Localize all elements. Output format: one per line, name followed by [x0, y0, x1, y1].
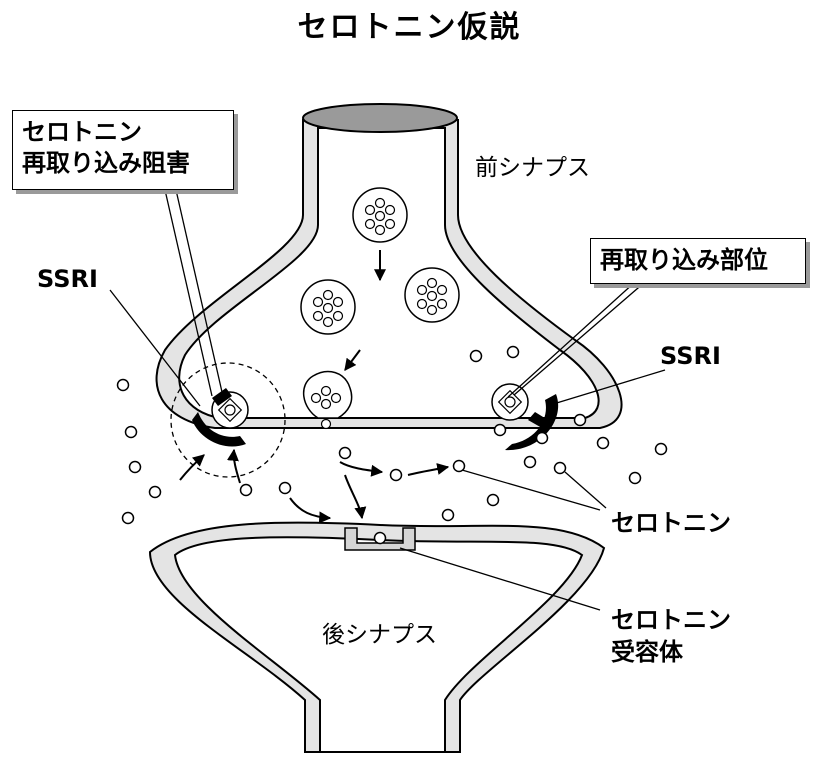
reuptake-site-callout: [590, 238, 806, 284]
reuptake-inhibition-label-line1: セロトニン: [22, 118, 142, 146]
ssri-label-right: SSRI: [660, 342, 721, 370]
reuptake-inhibition-label-line2: 再取り込み阻害: [22, 149, 190, 177]
reuptake-site-label: 再取り込み部位: [600, 246, 768, 274]
fusing-vesicle: [303, 370, 353, 430]
postsynapse-label: 後シナプス: [322, 622, 437, 648]
reuptake-site-right: [491, 383, 529, 421]
synaptic-vesicle: [300, 279, 356, 335]
bound-serotonin: [373, 531, 387, 545]
ssri-blocker-left: [192, 412, 246, 447]
page-title: セロトニン仮説: [297, 10, 522, 45]
serotonin-flow-arrows: [179, 448, 450, 524]
serotonin-label: セロトニン: [611, 509, 731, 537]
ssri-label-left: SSRI: [37, 265, 98, 293]
inhibition-zone: [170, 362, 286, 478]
synaptic-vesicle: [404, 267, 460, 323]
ssri-blocker-right: [505, 394, 559, 451]
serotonin-receptor: [344, 527, 416, 551]
leader-lines: [109, 189, 666, 611]
synaptic-vesicle: [352, 187, 408, 243]
ssri-blocker-right-arm: [528, 412, 548, 428]
vesicle-transport-arrow: [344, 349, 361, 371]
receptor-label-line2: 受容体: [611, 638, 683, 666]
ssri-blocker-left-arm: [212, 388, 232, 406]
postsynaptic-terminal: [148, 521, 606, 753]
presynapse-label: 前シナプス: [475, 155, 590, 181]
receptor-label-line1: セロトニン: [611, 606, 731, 634]
reuptake-inhibition-callout: [12, 110, 234, 190]
presynaptic-terminal: [155, 103, 623, 429]
serotonin-molecules: [116, 345, 668, 525]
